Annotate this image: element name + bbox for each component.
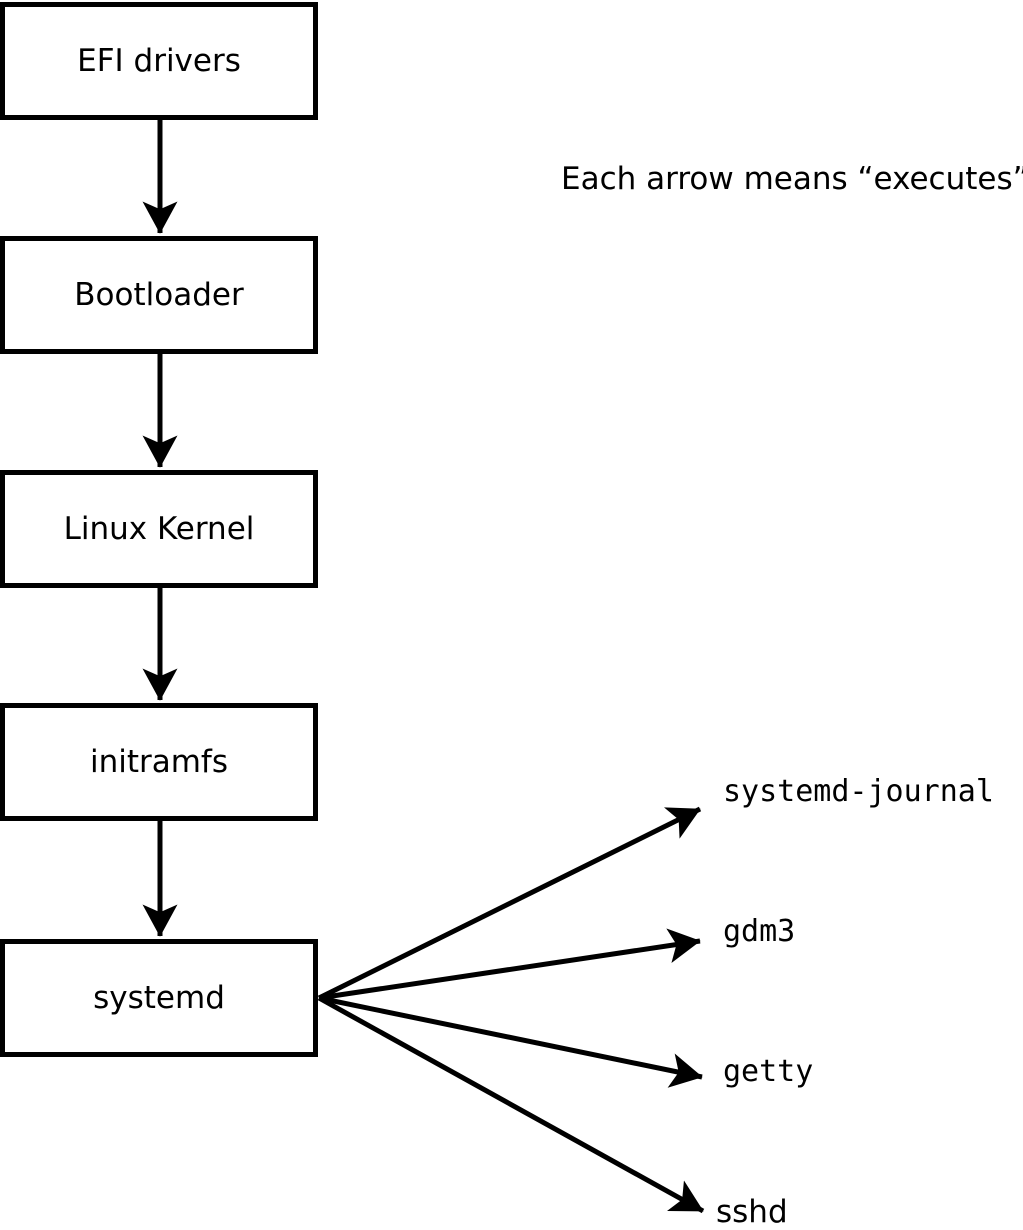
node-bootloader: Bootloader <box>0 236 318 354</box>
node-bootloader-label: Bootloader <box>74 276 244 313</box>
node-efi-drivers: EFI drivers <box>0 2 318 120</box>
legend-note: Each arrow means “executes”. <box>561 161 1023 197</box>
arrow-systemd-to-systemd-journal <box>317 806 702 1001</box>
node-efi-drivers-label: EFI drivers <box>77 42 241 79</box>
node-initramfs: initramfs <box>0 703 318 821</box>
node-systemd-label: systemd <box>93 979 225 1016</box>
arrow-systemd-to-gdm3 <box>318 928 701 1001</box>
node-linux-kernel: Linux Kernel <box>0 470 318 588</box>
arrow-systemd-to-sshd <box>317 995 705 1214</box>
arrow-systemd-to-getty <box>318 995 703 1088</box>
target-label-sshd: sshd <box>716 1194 788 1230</box>
node-initramfs-label: initramfs <box>89 743 229 780</box>
target-label-getty: getty <box>723 1054 814 1089</box>
target-label-gdm3: gdm3 <box>723 914 796 949</box>
node-systemd: systemd <box>0 939 318 1057</box>
node-linux-kernel-label: Linux Kernel <box>63 510 255 547</box>
target-label-systemd-journal: systemd-journal <box>723 774 994 809</box>
